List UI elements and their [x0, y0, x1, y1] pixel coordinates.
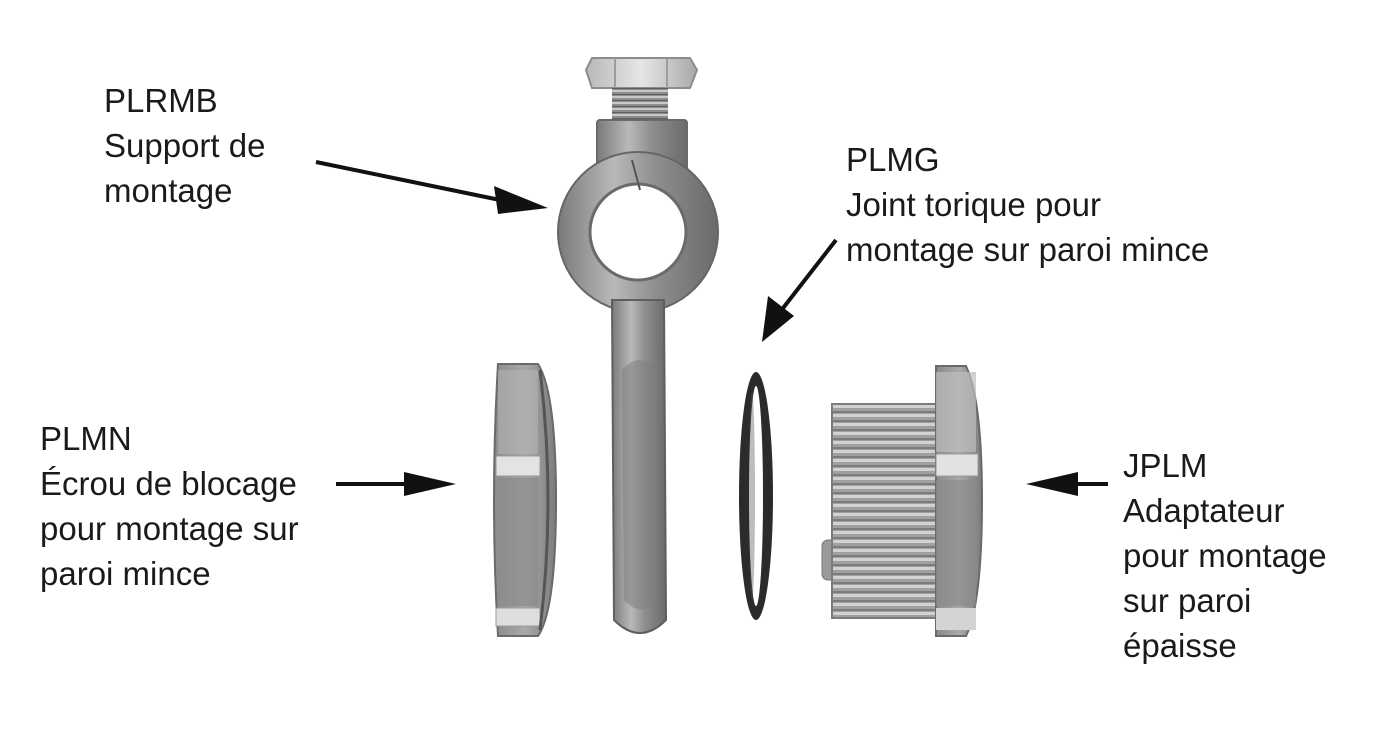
part-description-line: Support de — [104, 127, 266, 164]
part-description-line: montage sur paroi mince — [846, 231, 1210, 268]
part-description-line: paroi mince — [40, 555, 211, 592]
part-code: JPLM — [1123, 447, 1208, 484]
mounting-bracket-image — [557, 57, 719, 634]
part-description-line: pour montage sur — [40, 510, 299, 547]
label-plmn: PLMN Écrou de blocage pour montage sur p… — [40, 416, 299, 596]
part-description-line: montage — [104, 172, 233, 209]
arrow-to-o-ring — [762, 238, 838, 342]
part-description-line: sur paroi — [1123, 582, 1252, 619]
part-description-line: pour montage — [1123, 537, 1327, 574]
arrow-to-bracket — [315, 160, 548, 214]
part-description-line: Adaptateur — [1123, 492, 1285, 529]
arrow-to-adapter — [1026, 472, 1108, 496]
part-description-line: Joint torique pour — [846, 186, 1101, 223]
label-plmg: PLMG Joint torique pour montage sur paro… — [846, 137, 1209, 272]
o-ring-image — [739, 372, 773, 620]
label-jplm: JPLM Adaptateur pour montage sur paroi é… — [1123, 443, 1327, 668]
part-code: PLRMB — [104, 82, 218, 119]
arrow-to-lock-nut — [336, 472, 456, 496]
label-plrmb: PLRMB Support de montage — [104, 78, 265, 213]
part-code: PLMN — [40, 420, 132, 457]
part-code: PLMG — [846, 141, 940, 178]
part-description-line: épaisse — [1123, 627, 1237, 664]
adapter-image — [821, 365, 984, 637]
part-description-line: Écrou de blocage — [40, 465, 297, 502]
lock-nut-image — [493, 363, 558, 637]
